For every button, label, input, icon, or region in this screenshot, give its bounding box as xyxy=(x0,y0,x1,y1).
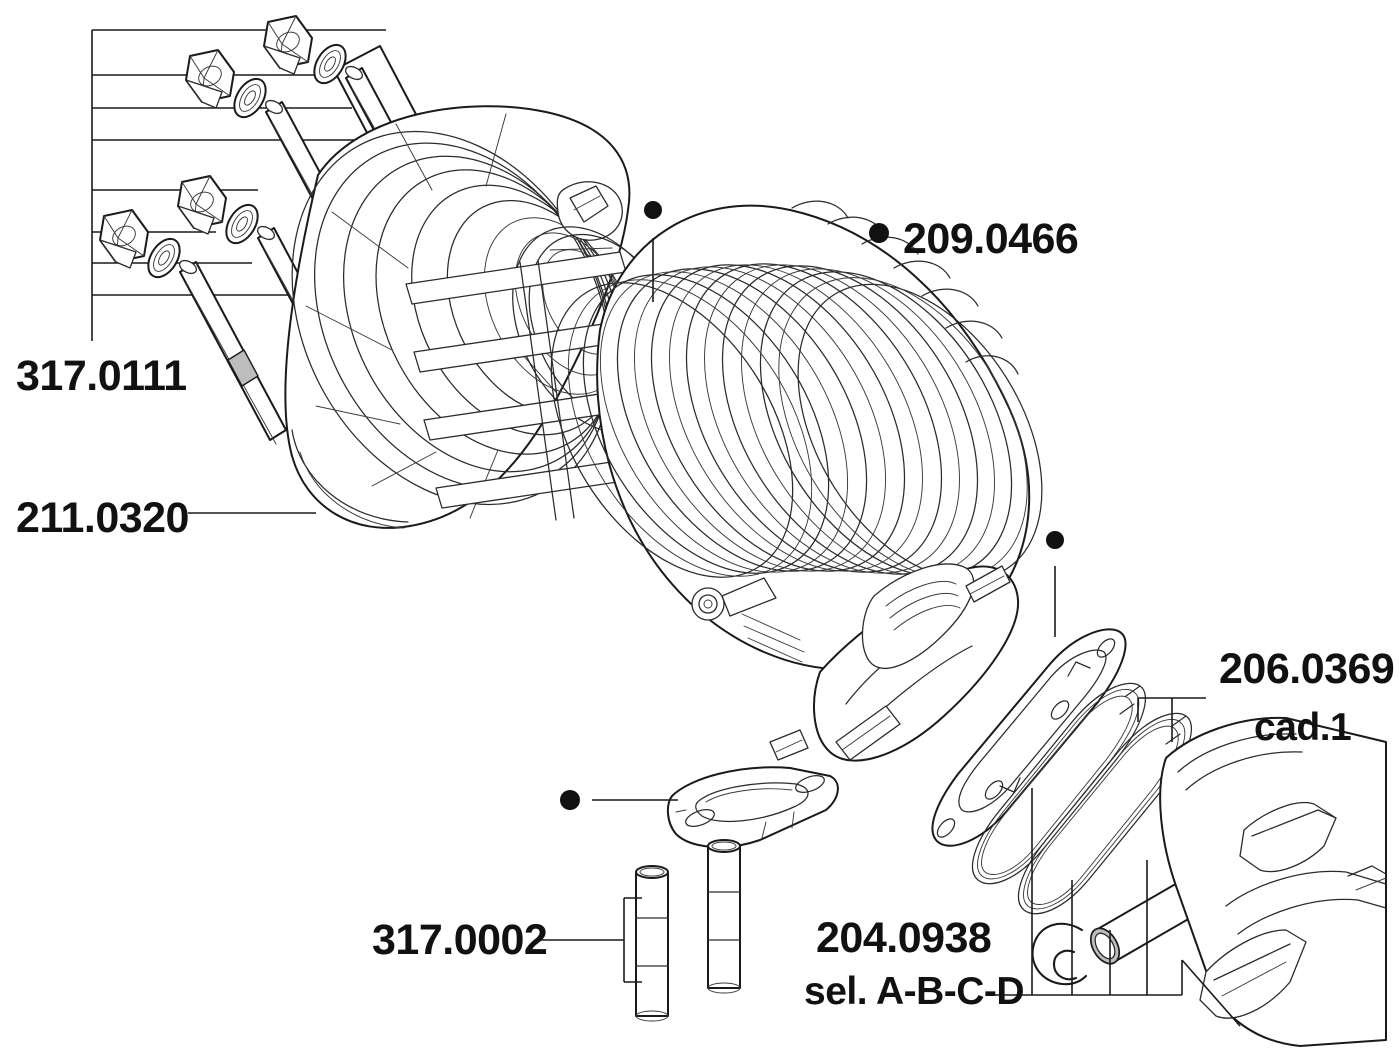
label-206-0369: 206.0369 xyxy=(1219,645,1394,693)
base-gasket-part xyxy=(931,628,1127,847)
leader-bracket-pins xyxy=(540,897,642,983)
marker-head-gasket xyxy=(644,201,662,302)
piston-ring-1 xyxy=(971,682,1147,885)
stud-assembly-4 xyxy=(99,209,287,445)
dowel-pin-right xyxy=(707,839,741,994)
marker-intake-gasket xyxy=(560,790,678,810)
leader-bracket-piston xyxy=(994,788,1241,1027)
label-206-0369-sub: cad.1 xyxy=(1254,706,1351,749)
dowel-pins-part xyxy=(635,839,741,1022)
dowel-pin-left xyxy=(635,865,669,1022)
label-204-0938-sub: sel. A-B-C-D xyxy=(804,970,1024,1013)
label-209-0466: 209.0466 xyxy=(903,215,1078,263)
leader-bracket-rings xyxy=(1137,697,1206,742)
cylinder-base-flange xyxy=(813,563,1020,762)
marker-base-gasket xyxy=(1046,531,1064,637)
cylinder-barrel-part xyxy=(550,200,1043,762)
label-group: 317.0111 211.0320 209.0466 206.0369 cad.… xyxy=(16,215,1395,1013)
intake-gasket-part xyxy=(666,766,839,849)
marker-cylinder xyxy=(869,223,889,243)
label-211-0320: 211.0320 xyxy=(16,494,189,542)
circlips-part xyxy=(1031,922,1088,986)
label-317-0002: 317.0002 xyxy=(372,916,547,964)
piston-part xyxy=(1159,716,1387,1047)
cylinder-head-part xyxy=(284,105,631,529)
label-317-0111: 317.0111 xyxy=(16,352,187,400)
label-204-0938: 204.0938 xyxy=(816,914,991,962)
